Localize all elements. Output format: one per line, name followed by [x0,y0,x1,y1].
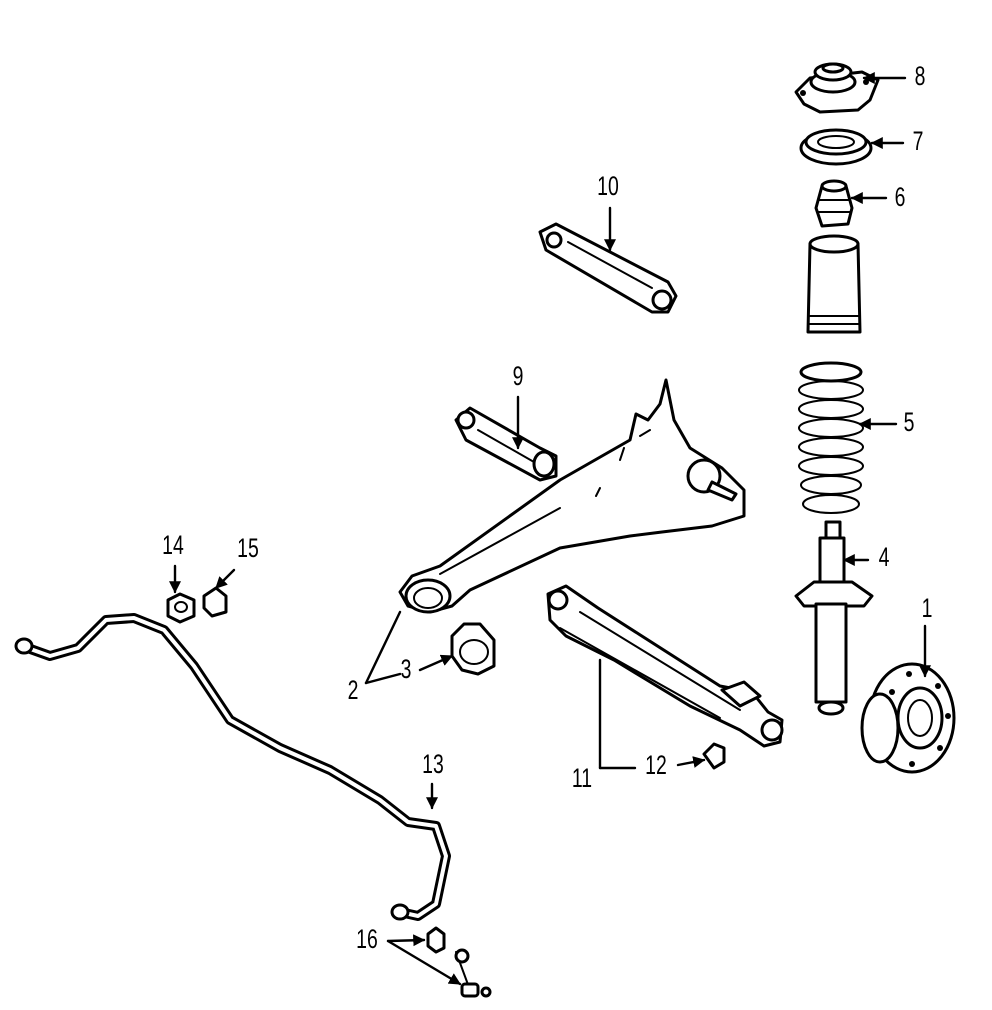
callout-11: 11 [572,763,592,793]
callout-8: 8 [915,61,926,91]
part-10-upper-arm [538,222,678,314]
callout-10: 10 [597,171,619,201]
callout-13: 13 [422,749,444,779]
part-12-bushing [702,742,726,770]
part-dust-boot [806,234,862,334]
part-15-bushing-bracket [202,586,228,618]
callout-labels: 8 7 6 10 9 5 4 14 15 1 2 3 13 11 12 16 [162,61,932,954]
callout-3: 3 [401,654,412,684]
part-11-lower-arm [546,584,784,748]
part-7-spring-seat [799,128,873,166]
part-3-bushing [450,622,496,676]
callout-7: 7 [913,126,924,156]
callout-1: 1 [922,593,933,623]
part-2-trailing-arm [398,378,746,614]
callout-16: 16 [356,924,378,954]
leader-lines [169,72,931,986]
part-8-strut-mount [794,62,880,114]
callout-9: 9 [513,361,524,391]
part-5-coil-spring [798,361,864,514]
callout-15: 15 [237,533,259,563]
callout-12: 12 [645,750,667,780]
part-6-bump-stop [814,179,854,228]
part-13-stabilizer-bar [14,613,451,921]
callout-14: 14 [162,530,184,560]
part-1-wheel-hub [860,662,956,774]
part-14-bar-bushing [166,592,196,624]
callout-2: 2 [348,675,359,705]
callout-4: 4 [879,542,890,572]
callout-6: 6 [895,182,906,212]
part-4-shock-absorber [794,520,874,716]
part-9-lateral-link [454,406,558,482]
callout-5: 5 [904,407,915,437]
part-16-stabilizer-link [426,926,492,998]
